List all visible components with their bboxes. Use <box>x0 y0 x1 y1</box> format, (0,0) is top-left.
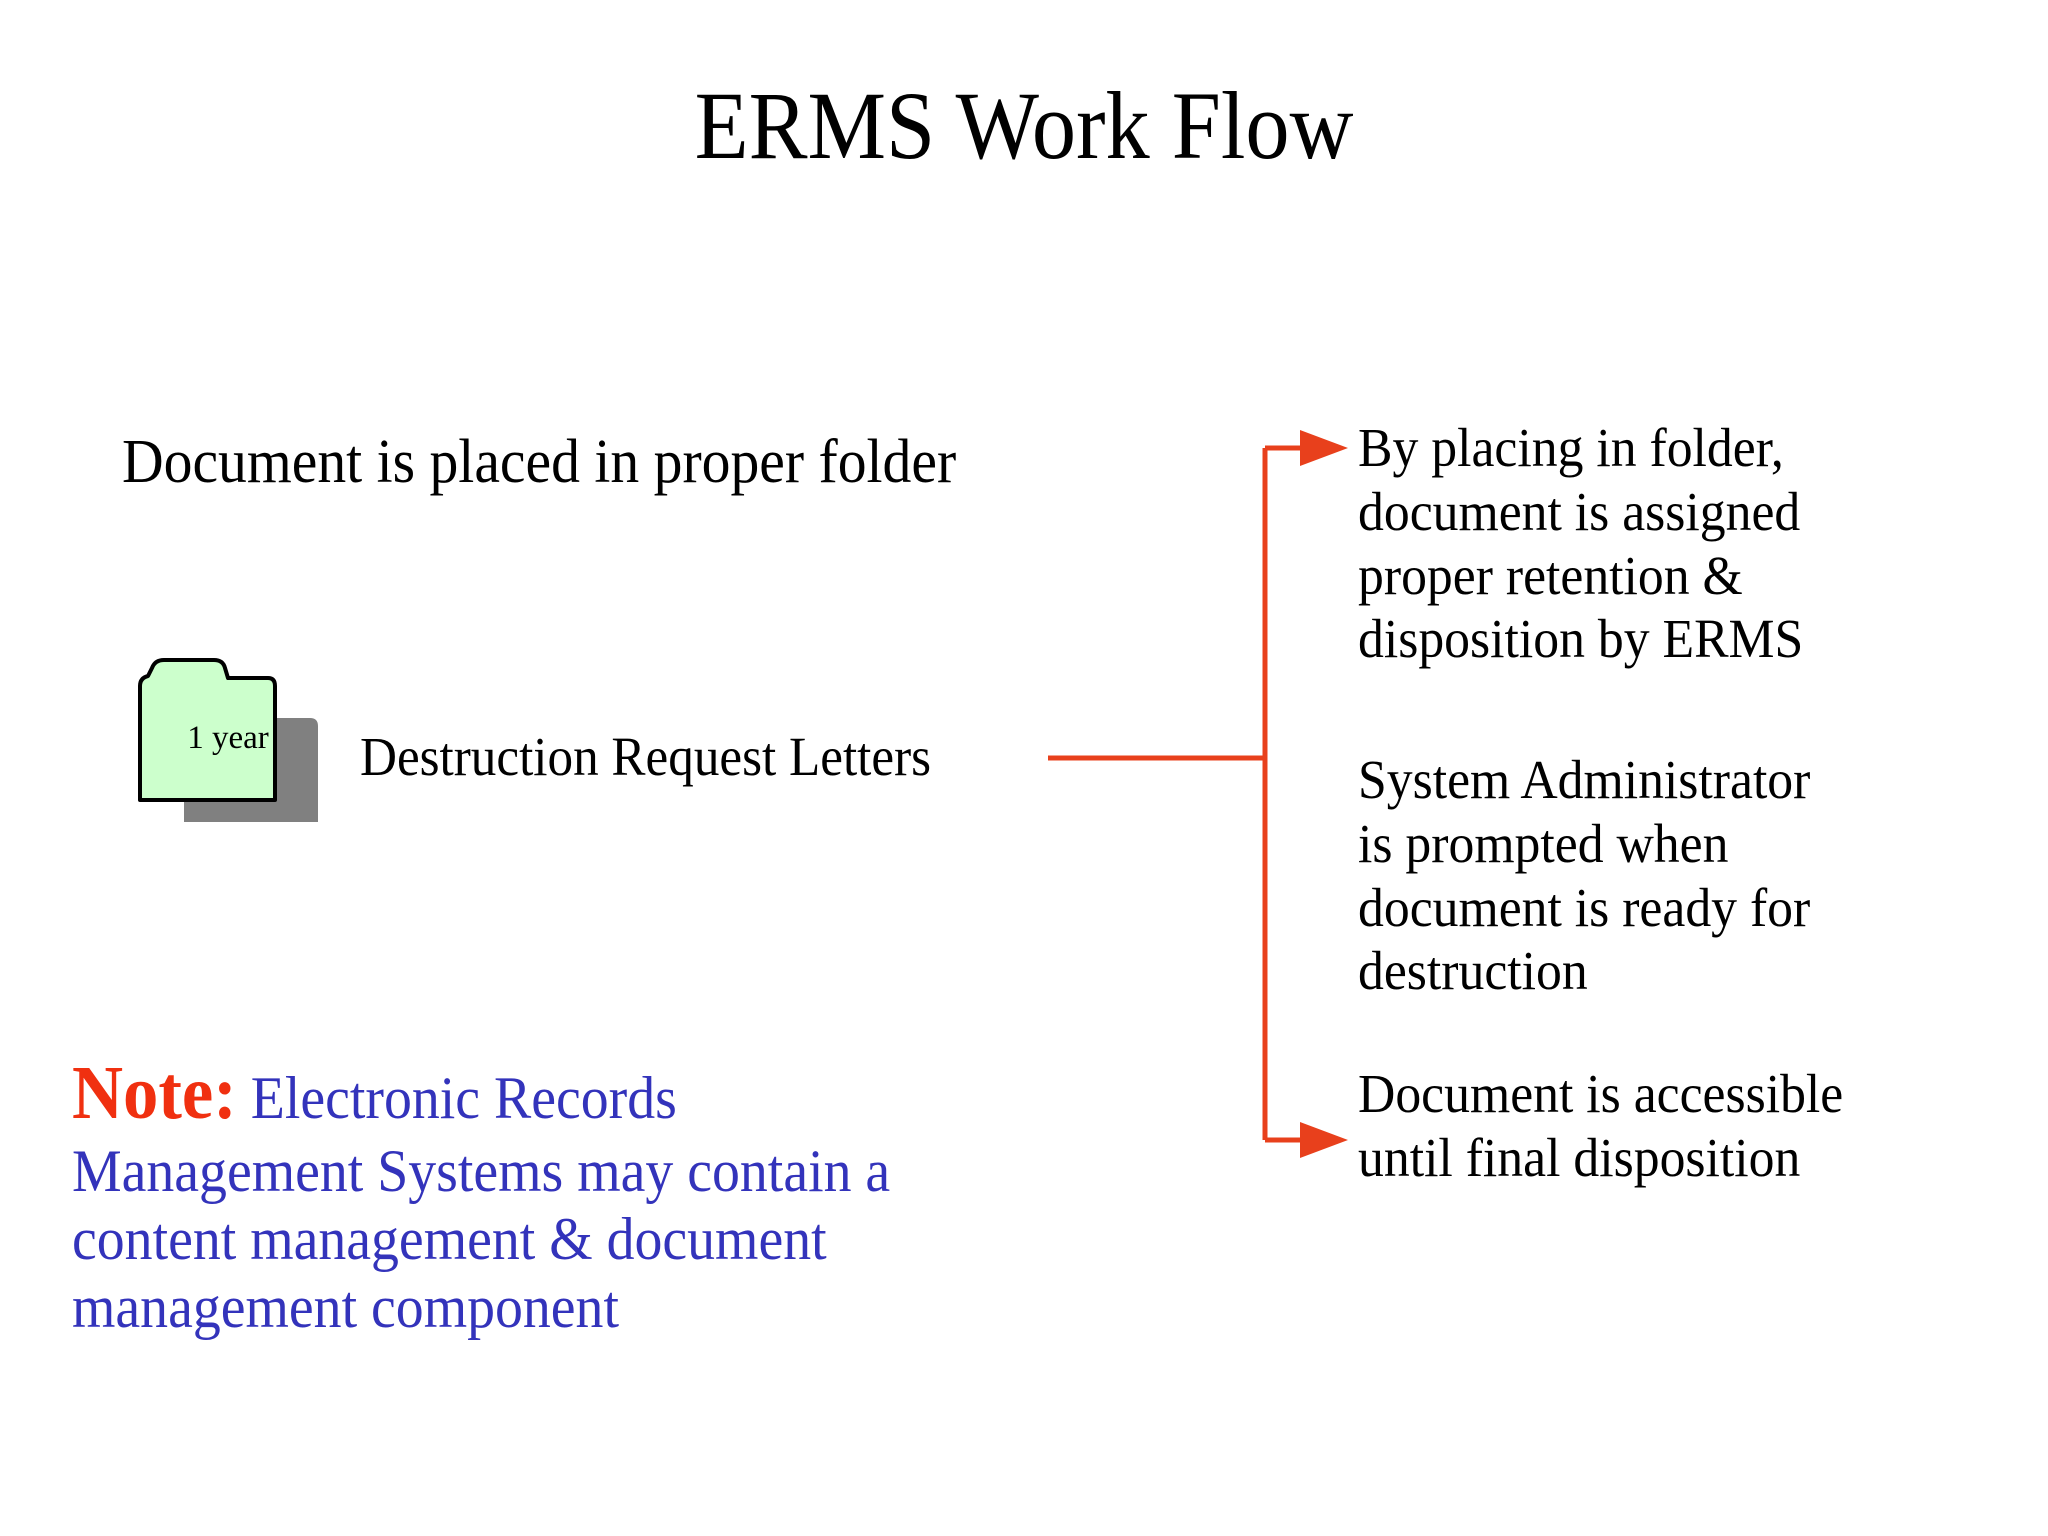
arrowhead-bottom-icon <box>1300 1122 1348 1158</box>
right-block-accessibility: Document is accessible until final dispo… <box>1358 1062 1941 1190</box>
text-line: until final disposition <box>1358 1126 1801 1188</box>
arrowhead-top-icon <box>1300 430 1348 466</box>
right-block-admin-prompt: System Administrator is prompted when do… <box>1358 748 1941 1003</box>
page-title: ERMS Work Flow <box>694 72 1354 179</box>
note-first-line-rest: Electronic Records <box>236 1065 677 1131</box>
note-line: Management Systems may contain a <box>72 1137 891 1204</box>
document-placed-heading: Document is placed in proper folder <box>122 428 957 496</box>
folder-icon <box>128 648 368 838</box>
destruction-request-letters-label: Destruction Request Letters <box>360 726 932 787</box>
folder-body <box>138 658 277 802</box>
note-line: management component <box>72 1274 619 1341</box>
text-line: destruction <box>1358 940 1588 1002</box>
text-line: disposition by ERMS <box>1358 608 1804 670</box>
note-block: Note: Electronic Records Management Syst… <box>72 1050 1114 1342</box>
text-line: is prompted when <box>1358 812 1729 874</box>
note-line: content management & document <box>72 1206 827 1273</box>
text-line: document is assigned <box>1358 480 1801 542</box>
text-line: By placing in folder, <box>1358 417 1784 478</box>
right-block-retention-assignment: By placing in folder, document is assign… <box>1358 416 1941 671</box>
note-first-line: Note: Electronic Records <box>72 1050 1114 1137</box>
text-line: document is ready for <box>1358 876 1811 938</box>
note-keyword: Note: <box>72 1051 237 1135</box>
text-line: proper retention & <box>1358 544 1743 606</box>
text-line: System Administrator <box>1358 749 1811 810</box>
text-line: Document is accessible <box>1358 1063 1844 1124</box>
